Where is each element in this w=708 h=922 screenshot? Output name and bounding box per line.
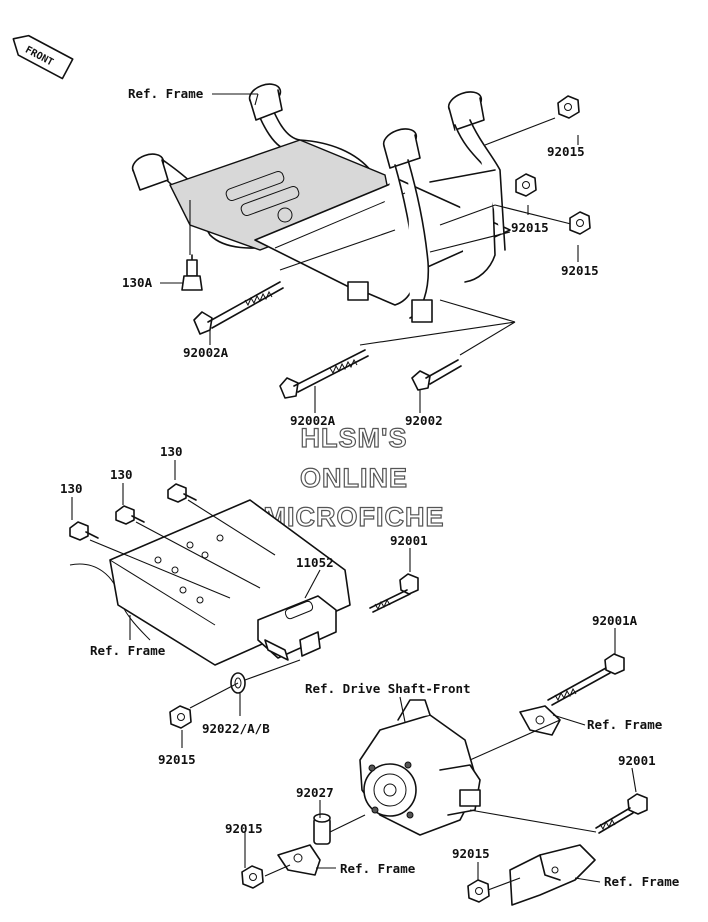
- watermark: HLSM'S ONLINE MICROFICHE: [263, 422, 445, 532]
- ref-frame-bracket-right: [519, 705, 561, 736]
- flange-nut-92015-f: [467, 879, 490, 903]
- label-130-a: 130: [60, 481, 83, 496]
- flange-nut-92015-d: [169, 705, 192, 729]
- label-130-c: 130: [160, 444, 183, 459]
- engine-mount-frame-assembly: [131, 83, 511, 323]
- label-92002: 92002: [405, 413, 443, 428]
- leader-lines-upper: [160, 93, 579, 413]
- label-ref-frame-bottom: Ref. Frame: [604, 874, 680, 889]
- watermark-line3: MICROFICHE: [264, 502, 445, 532]
- front-arrow-badge: FRONT: [12, 34, 74, 80]
- label-130A: 130A: [122, 275, 153, 290]
- bolt-130-a: [69, 521, 99, 541]
- label-92015-c: 92015: [561, 263, 599, 278]
- label-92001-upper: 92001: [390, 533, 428, 548]
- label-92015-f: 92015: [452, 846, 490, 861]
- label-11052: 11052: [296, 555, 334, 570]
- bolt-92001-upper: [369, 573, 419, 613]
- leader-lines-mid: [71, 460, 411, 748]
- label-92001-lower: 92001: [618, 753, 656, 768]
- bushing-top: [248, 83, 283, 121]
- label-ref-frame-mid: Ref. Frame: [90, 643, 166, 658]
- ref-frame-bracket-lower: [277, 844, 321, 876]
- label-92015-a: 92015: [547, 144, 585, 159]
- engine-mount-bracket-11052: [257, 595, 337, 661]
- flange-nut-92015-b: [515, 173, 537, 197]
- bolt-92002A-lower: [279, 349, 369, 399]
- spacer-92027: [313, 813, 331, 845]
- flange-nut-92015-a: [557, 95, 580, 119]
- part-labels: Ref. Frame 92015 92015 92015 130A 92002A…: [60, 86, 680, 889]
- label-ref-frame-right: Ref. Frame: [587, 717, 663, 732]
- bushing-right-a: [447, 91, 485, 131]
- leader-lines-lower: [244, 628, 637, 891]
- flange-nut-92015-c: [569, 211, 591, 235]
- bolt-92001-lower: [595, 793, 648, 834]
- label-92027: 92027: [296, 785, 334, 800]
- bolt-130-b: [115, 505, 145, 525]
- label-92001A: 92001A: [592, 613, 638, 628]
- label-92002A-upper: 92002A: [183, 345, 229, 360]
- label-ref-frame-top: Ref. Frame: [128, 86, 204, 101]
- label-ref-frame-low: Ref. Frame: [340, 861, 416, 876]
- label-92015-d: 92015: [158, 752, 196, 767]
- front-differential: [359, 699, 481, 836]
- bolt-92002A-upper: [193, 281, 284, 335]
- bolt-92001A: [547, 653, 625, 706]
- label-130-b: 130: [110, 467, 133, 482]
- bolt-130-c: [167, 483, 197, 503]
- label-92015-b: 92015: [511, 220, 549, 235]
- flange-nut-92015-e: [241, 865, 264, 889]
- bushing-right-b: [382, 128, 421, 169]
- bolt-130A: [181, 254, 203, 291]
- label-ref-drive-shaft-front: Ref. Drive Shaft-Front: [305, 681, 471, 696]
- label-92002A-lower: 92002A: [290, 413, 336, 428]
- ref-frame-bracket-bottom: [509, 844, 596, 906]
- watermark-line1: HLSM'S: [301, 423, 408, 453]
- bolt-92002: [411, 359, 462, 391]
- label-92015-e: 92015: [225, 821, 263, 836]
- label-92022: 92022/A/B: [202, 721, 270, 736]
- watermark-line2: ONLINE: [300, 463, 408, 493]
- bushing-left: [131, 153, 169, 191]
